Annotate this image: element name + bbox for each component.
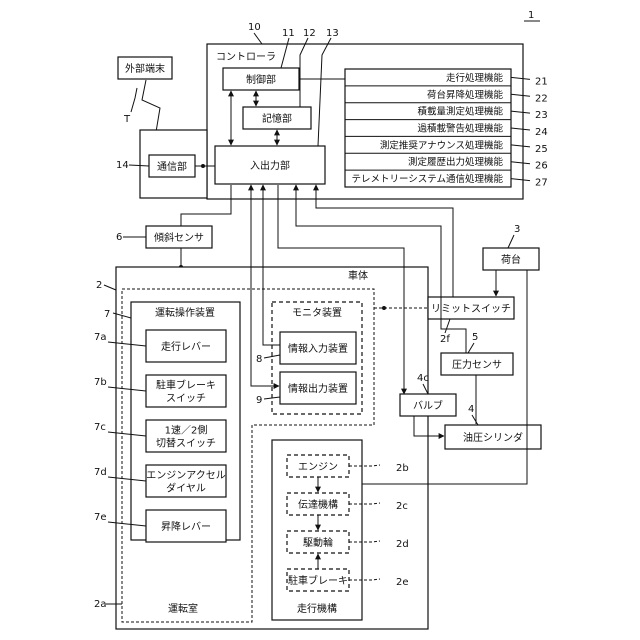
travel-mechanism-item-label: 駆動輪 [303, 536, 333, 549]
driving-device-item-ref: 7d [94, 467, 107, 478]
travel-mechanism-item-ref: 2e [396, 577, 409, 588]
driving-device-ref: 7 [104, 309, 110, 320]
hydraulic-cylinder-ref-leader [472, 415, 478, 425]
controller-ref-leader [254, 33, 262, 44]
travel-mechanism-item-ref: 2d [396, 539, 409, 550]
external-terminal-label: 外部端末 [125, 62, 165, 75]
function-label: 走行処理機能 [446, 72, 504, 84]
function-label: 荷台昇降処理機能 [427, 89, 504, 101]
control-unit-ref: 11 [282, 28, 295, 39]
driving-device-item-label: 走行レバー [161, 340, 211, 353]
controller-title: コントローラ [216, 51, 276, 63]
function-label: 測定履歴出力処理機能 [408, 156, 504, 168]
info-output-label: 情報出力装置 [288, 382, 348, 395]
driving-device-item-ref: 7a [94, 332, 107, 343]
function-label: 測定推奨アナウンス処理機能 [380, 139, 504, 151]
driving-device-item-ref: 7e [94, 512, 107, 523]
external-terminal-ref: T [123, 114, 131, 125]
travel-mechanism-item-label: 駐車ブレーキ [288, 574, 348, 587]
hydraulic-cylinder-ref: 4 [468, 404, 474, 415]
tilt-sensor-ref: 6 [116, 232, 122, 243]
pressure-sensor-ref: 5 [472, 332, 478, 343]
info-output-ref: 9 [256, 395, 262, 406]
function-label: テレメトリーシステム通信処理機能 [351, 173, 503, 185]
body-limit-junction [382, 306, 386, 310]
external-terminal-ref-leader [131, 88, 137, 112]
cab-label: 運転室 [168, 602, 198, 615]
bed-ref-leader [508, 235, 514, 248]
driving-device-title: 運転操作装置 [155, 306, 215, 319]
vehicle-body-ref-leader [104, 285, 116, 290]
memory-unit-label: 記憶部 [262, 112, 292, 125]
function-ref: 23 [535, 110, 548, 121]
limit-switch-ref-leader [445, 319, 450, 333]
control-unit-label: 制御部 [246, 73, 276, 86]
travel-mechanism-item-label: 伝達機構 [298, 498, 338, 511]
function-ref: 26 [535, 161, 548, 172]
valve-label: バルブ [413, 399, 443, 412]
function-ref: 24 [535, 127, 548, 138]
driving-device-items: 走行レバー7a駐車ブレーキスイッチ7b1速／2側切替スイッチ7cエンジンアクセル… [94, 330, 226, 542]
io-unit-label: 入出力部 [250, 159, 290, 172]
bed-label: 荷台 [501, 253, 521, 266]
function-label: 過積載警告処理機能 [417, 123, 503, 135]
comm-unit-label: 通信部 [157, 160, 187, 173]
io-unit-ref: 13 [326, 28, 339, 39]
function-ref: 25 [535, 144, 548, 155]
travel-mechanism-item-ref: 2b [396, 463, 409, 474]
driving-device-item-ref: 7b [94, 377, 107, 388]
driving-device-item-label: 昇降レバー [161, 520, 211, 533]
bed-ref: 3 [514, 224, 520, 235]
function-label: 積載量測定処理機能 [417, 106, 503, 118]
pressure-sensor-label: 圧力センサ [452, 358, 502, 371]
function-ref: 27 [535, 178, 548, 189]
vehicle-body-label: 車体 [348, 269, 368, 282]
monitor-device-title: モニタ装置 [292, 306, 342, 319]
figure-number: 1 [528, 10, 534, 21]
tilt-sensor-label: 傾斜センサ [154, 231, 204, 244]
travel-mechanism-item-ref: 2c [396, 501, 408, 512]
pressure-sensor-ref-leader [468, 343, 474, 353]
function-ref: 22 [535, 93, 548, 104]
valve-ref: 4c [417, 373, 429, 384]
limit-switch-label: リミットスイッチ [431, 303, 511, 315]
cab-ref: 2a [94, 599, 107, 610]
limit-switch-ref: 2f [440, 334, 450, 345]
comm-io-junction [201, 164, 205, 168]
info-input-label: 情報入力装置 [288, 342, 348, 355]
comm-unit-ref: 14 [116, 160, 129, 171]
vehicle-body-ref: 2 [96, 280, 102, 291]
function-ref: 21 [535, 76, 548, 87]
travel-mechanism-label: 走行機構 [297, 602, 337, 615]
travel-mechanism-item-label: エンジン [298, 462, 338, 473]
info-input-ref: 8 [256, 354, 262, 365]
memory-unit-ref: 12 [303, 28, 316, 39]
driving-device-item-ref: 7c [94, 422, 106, 433]
hydraulic-cylinder-label: 油圧シリンダ [463, 431, 523, 444]
controller-ref: 10 [248, 22, 261, 33]
